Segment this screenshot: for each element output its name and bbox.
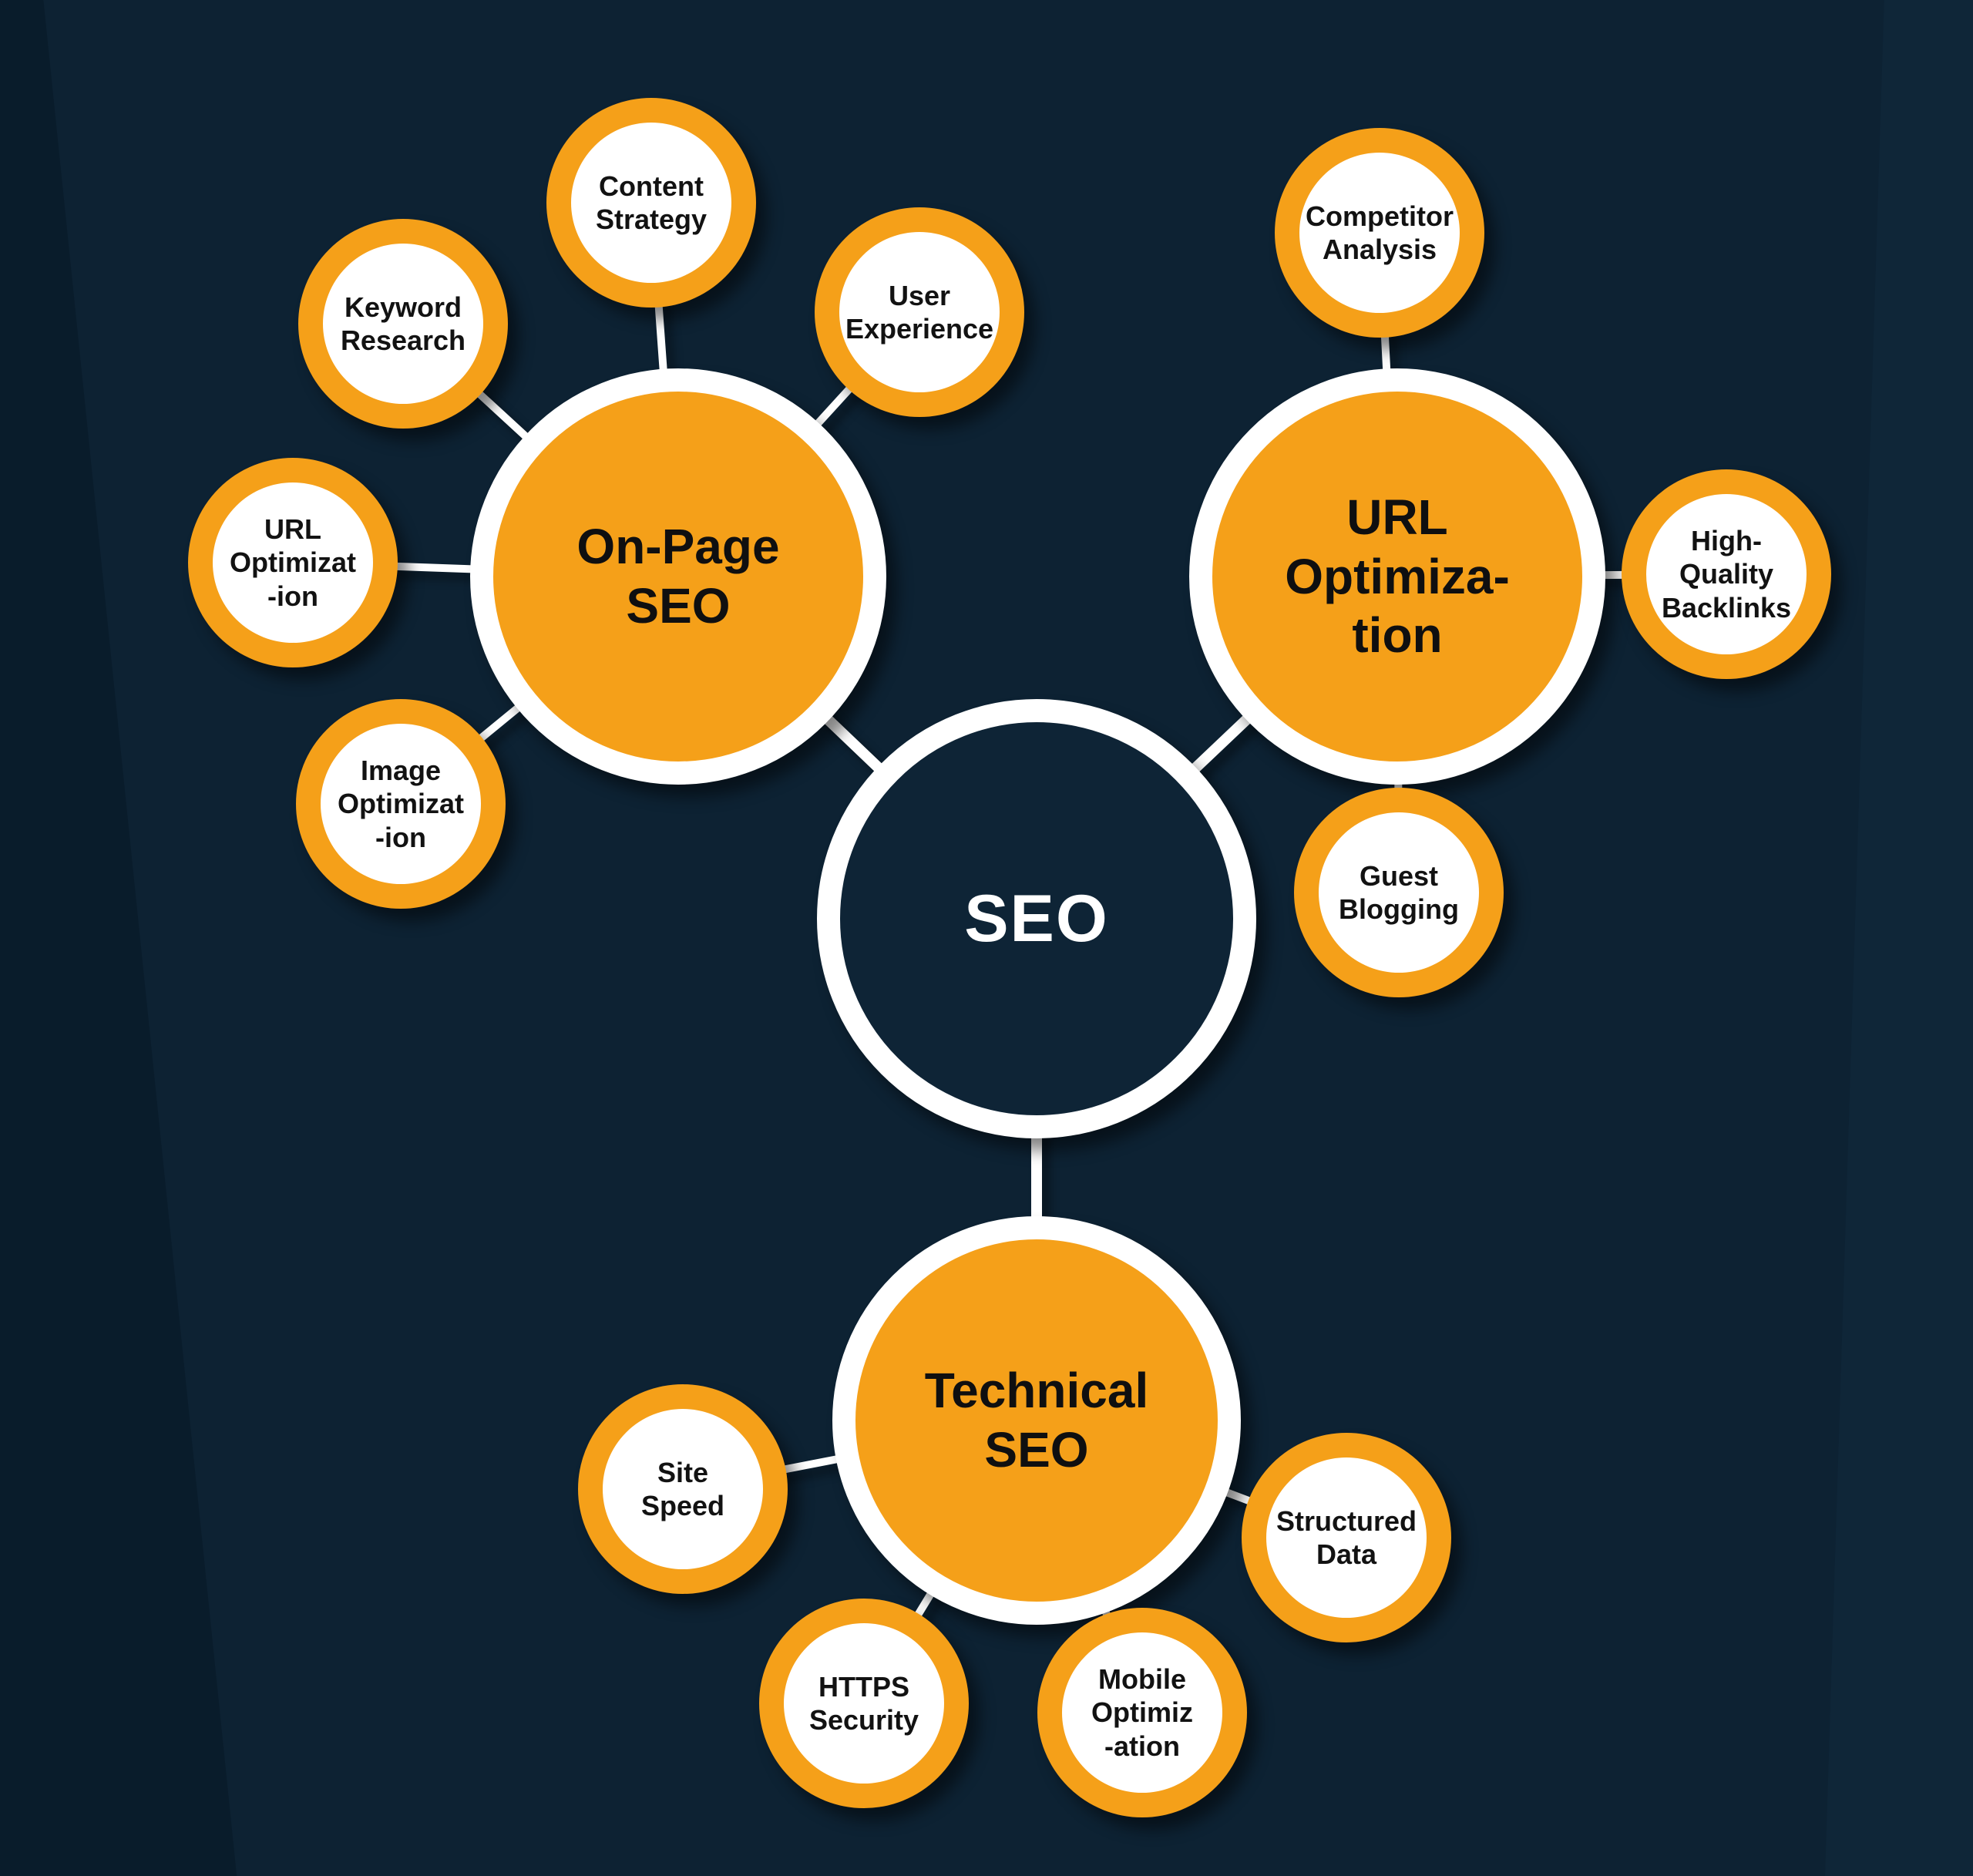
node-keyword-research-label: Keyword Research bbox=[340, 291, 466, 356]
node-site-speed-label: Site Speed bbox=[640, 1456, 725, 1521]
node-mobile-optimization: Mobile Optimiz -ation bbox=[1037, 1608, 1247, 1817]
node-url-optimization-sub: URL Optimizat -ion bbox=[188, 458, 398, 667]
node-technical-seo-label: Technical SEO bbox=[924, 1363, 1149, 1478]
node-https-security: HTTPS Security bbox=[759, 1599, 969, 1808]
node-technical-seo: Technical SEO bbox=[832, 1216, 1241, 1625]
node-https-security-label: HTTPS Security bbox=[808, 1670, 919, 1736]
node-structured-data: Structured Data bbox=[1242, 1433, 1451, 1642]
node-mobile-optimization-label: Mobile Optimiz -ation bbox=[1091, 1663, 1193, 1762]
node-keyword-research: Keyword Research bbox=[298, 219, 508, 429]
node-seo-center: SEO bbox=[817, 699, 1256, 1138]
node-content-strategy-label: Content Strategy bbox=[595, 170, 708, 235]
node-guest-blogging-label: Guest Blogging bbox=[1339, 859, 1459, 925]
node-user-experience-label: User Experience bbox=[845, 279, 994, 345]
node-seo-center-label: SEO bbox=[964, 881, 1109, 956]
node-guest-blogging: Guest Blogging bbox=[1294, 788, 1504, 997]
node-high-quality-backlinks-label: High- Quality Backlinks bbox=[1661, 525, 1792, 624]
node-url-optimization-sub-label: URL Optimizat -ion bbox=[229, 513, 356, 612]
node-structured-data-label: Structured Data bbox=[1276, 1504, 1417, 1570]
node-competitor-analysis-label: Competitor Analysis bbox=[1306, 200, 1454, 265]
node-user-experience: User Experience bbox=[815, 207, 1024, 417]
node-high-quality-backlinks: High- Quality Backlinks bbox=[1622, 469, 1831, 679]
node-image-optimization-label: Image Optimizat -ion bbox=[337, 755, 464, 853]
node-url-optimization: URL Optimiza- tion bbox=[1189, 368, 1605, 785]
node-site-speed: Site Speed bbox=[578, 1384, 788, 1594]
node-on-page-seo: On-Page SEO bbox=[470, 368, 886, 785]
node-content-strategy: Content Strategy bbox=[546, 98, 756, 308]
node-url-optimization-label: URL Optimiza- tion bbox=[1285, 489, 1510, 664]
node-competitor-analysis: Competitor Analysis bbox=[1275, 128, 1484, 338]
node-on-page-seo-label: On-Page SEO bbox=[576, 519, 780, 634]
node-image-optimization: Image Optimizat -ion bbox=[296, 699, 506, 909]
